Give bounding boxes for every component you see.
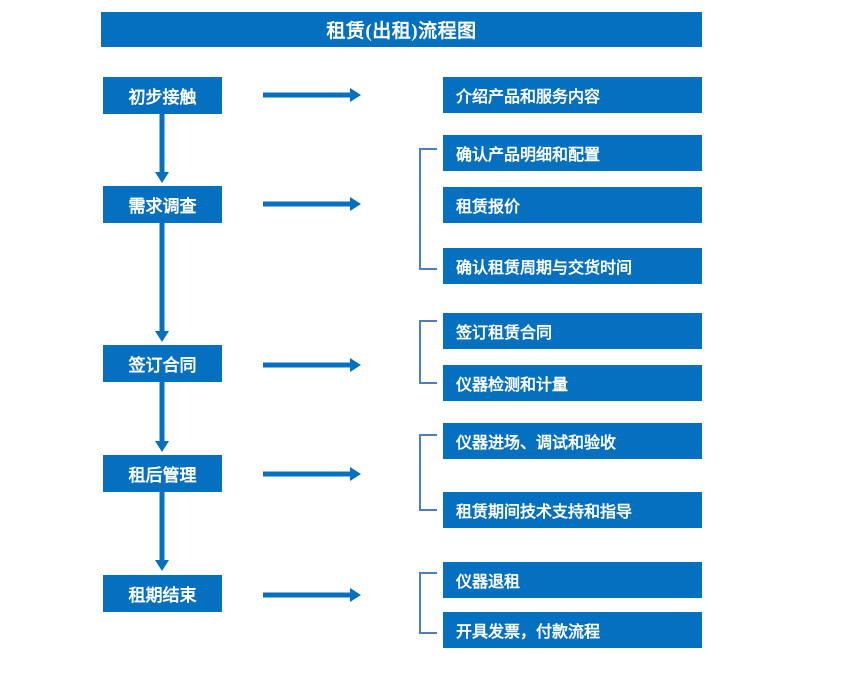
- detail-node-label: 仪器检测和计量: [456, 376, 569, 394]
- detail-node-4-1[interactable]: 仪器进场、调试和验收: [443, 423, 702, 459]
- flow-arrow-down-3: [154, 382, 170, 452]
- stage-node-2[interactable]: 需求调查: [103, 186, 222, 223]
- flow-arrow-down-2: [154, 222, 170, 342]
- stage-node-label: 租后管理: [128, 465, 197, 485]
- detail-node-label: 介绍产品和服务内容: [456, 88, 601, 106]
- stage-node-label: 初步接触: [128, 87, 197, 107]
- branch-arrow-3: [263, 357, 361, 373]
- detail-node-label: 确认产品明细和配置: [456, 146, 601, 164]
- detail-node-label: 仪器进场、调试和验收: [456, 434, 617, 452]
- stage-node-label: 需求调查: [128, 196, 197, 216]
- detail-node-3-1[interactable]: 签订租赁合同: [443, 313, 702, 349]
- branch-bracket-5: [419, 572, 437, 634]
- detail-node-5-1[interactable]: 仪器退租: [443, 562, 702, 598]
- stage-node-4[interactable]: 租后管理: [103, 455, 222, 492]
- detail-node-2-2[interactable]: 租赁报价: [443, 187, 702, 223]
- branch-bracket-3: [419, 320, 437, 384]
- branch-bracket-4: [419, 434, 437, 511]
- detail-node-5-2[interactable]: 开具发票，付款流程: [443, 612, 702, 648]
- stage-node-1[interactable]: 初步接触: [103, 77, 222, 114]
- detail-node-2-1[interactable]: 确认产品明细和配置: [443, 135, 702, 171]
- stage-node-3[interactable]: 签订合同: [103, 345, 222, 382]
- detail-node-label: 租赁报价: [456, 198, 521, 216]
- branch-arrow-4: [263, 466, 361, 482]
- stage-node-5[interactable]: 租期结束: [103, 575, 222, 612]
- detail-node-label: 开具发票，付款流程: [456, 623, 601, 641]
- detail-node-label: 确认租赁周期与交货时间: [456, 259, 633, 277]
- page-title: 租赁(出租)流程图: [101, 12, 702, 47]
- detail-node-label: 仪器退租: [456, 573, 521, 591]
- branch-arrow-5: [263, 587, 361, 603]
- stage-node-label: 租期结束: [128, 585, 197, 605]
- flow-arrow-down-1: [154, 113, 170, 183]
- branch-arrow-2: [263, 196, 361, 212]
- branch-bracket-2: [419, 148, 437, 270]
- flow-arrow-down-4: [154, 491, 170, 571]
- branch-arrow-1: [263, 87, 361, 103]
- detail-node-2-3[interactable]: 确认租赁周期与交货时间: [443, 248, 702, 284]
- detail-node-1-1[interactable]: 介绍产品和服务内容: [443, 77, 702, 113]
- detail-node-3-2[interactable]: 仪器检测和计量: [443, 365, 702, 401]
- stage-node-label: 签订合同: [128, 355, 197, 375]
- detail-node-4-2[interactable]: 租赁期间技术支持和指导: [443, 492, 702, 528]
- detail-node-label: 签订租赁合同: [456, 324, 553, 342]
- detail-node-label: 租赁期间技术支持和指导: [456, 503, 633, 521]
